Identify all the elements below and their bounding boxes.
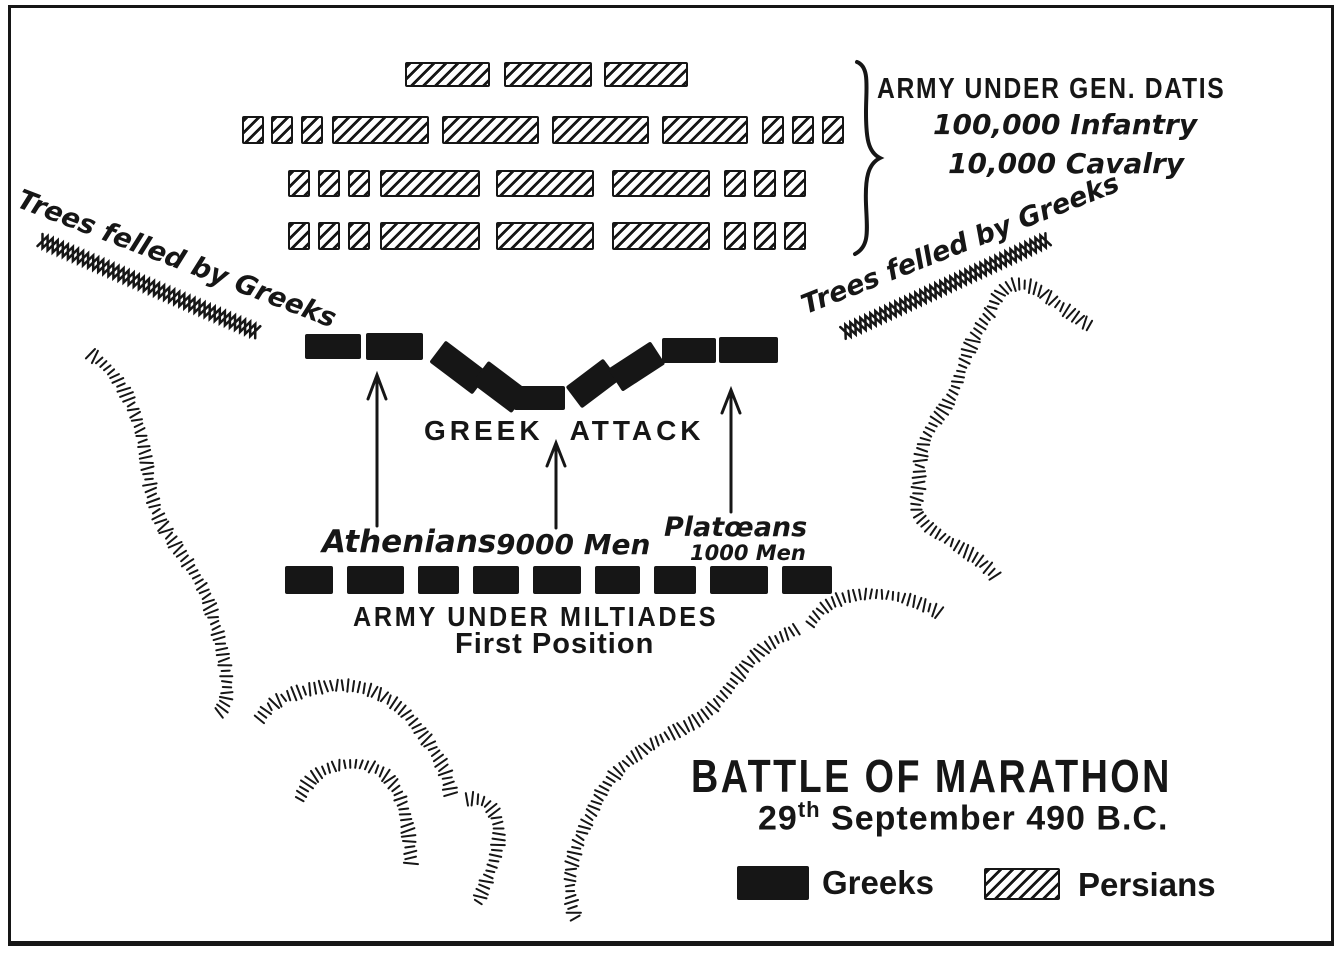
map-title: BATTLE OF MARATHON: [691, 750, 1172, 802]
persian-unit-large: [496, 222, 594, 250]
persian-unit-large: [496, 170, 594, 197]
greek-commander-label: ARMY UNDER MILTIADES: [353, 601, 719, 632]
persian-unit-large: [552, 116, 649, 144]
persian-unit-small: [271, 116, 293, 144]
persian-unit-large: [612, 222, 710, 250]
persian-unit-small: [754, 170, 776, 197]
persian-unit-large: [380, 222, 480, 250]
greek-attack-unit: [662, 338, 716, 363]
first-position-label: First Position: [455, 628, 655, 660]
attack-arrow-right: [720, 385, 742, 514]
persian-infantry-label: 100,000 Infantry: [933, 108, 1198, 141]
persian-unit-large: [332, 116, 429, 144]
greek-first-position-unit: [347, 566, 404, 594]
greek-first-position-unit: [710, 566, 768, 594]
greek-first-position-unit: [473, 566, 519, 594]
greek-attack-unit: [719, 337, 778, 363]
persian-unit-small: [754, 222, 776, 250]
persian-army-brace: [853, 60, 885, 256]
felled-trees-zigzag-left: [36, 232, 262, 340]
persian-unit-small: [784, 170, 806, 197]
greek-first-position-unit: [782, 566, 832, 594]
attack-arrow-center: [545, 438, 567, 530]
greek-first-position-unit: [595, 566, 640, 594]
persian-unit-large: [405, 62, 490, 87]
greek-first-position-unit: [654, 566, 696, 594]
persian-unit-large: [662, 116, 748, 144]
persian-unit-small: [301, 116, 323, 144]
persian-unit-small: [242, 116, 264, 144]
persian-unit-large: [442, 116, 539, 144]
persian-unit-large: [612, 170, 710, 197]
greek-attack-word1: GREEK: [424, 415, 544, 446]
persian-unit-small: [792, 116, 814, 144]
persian-commander-label: ARMY UNDER GEN. DATIS: [877, 73, 1226, 105]
plataeans-strength-label: 1000 Men: [690, 541, 806, 565]
map-date: 29th September 490 B.C.: [758, 797, 1168, 838]
persian-unit-small: [318, 222, 340, 250]
greek-attack-unit: [366, 333, 423, 360]
attack-arrow-left: [366, 370, 388, 528]
persian-cavalry-label: 10,000 Cavalry: [948, 147, 1185, 180]
felled-trees-zigzag-right: [839, 232, 1053, 341]
hill-hachures: [84, 277, 1094, 922]
persian-unit-small: [348, 222, 370, 250]
persian-unit-small: [724, 222, 746, 250]
greek-attack-unit: [514, 386, 565, 410]
greek-first-position-unit: [285, 566, 333, 594]
legend-greeks-swatch: [737, 866, 809, 900]
persian-unit-small: [288, 170, 310, 197]
persian-unit-small: [724, 170, 746, 197]
persian-unit-large: [604, 62, 688, 87]
persian-unit-small: [288, 222, 310, 250]
persian-unit-small: [822, 116, 844, 144]
legend-greeks-label: Greeks: [822, 864, 934, 901]
persian-unit-small: [762, 116, 784, 144]
attack-arrows: [366, 370, 742, 530]
persian-unit-large: [380, 170, 480, 197]
legend-persians-swatch: [984, 868, 1060, 900]
plataeans-label: Platœans: [664, 512, 808, 543]
athenians-label: Athenians: [322, 524, 497, 560]
persian-unit-small: [348, 170, 370, 197]
greek-attack-word2: ATTACK: [569, 415, 705, 446]
athenians-strength-label: 9000 Men: [496, 528, 651, 561]
map-date-rest: September 490 B.C.: [820, 799, 1169, 838]
greek-attack-label: GREEK ATTACK: [424, 415, 705, 447]
persian-unit-small: [318, 170, 340, 197]
greek-attack-unit: [305, 334, 361, 359]
map-date-day: 29: [758, 799, 798, 838]
greek-first-position-unit: [418, 566, 459, 594]
map-date-ordinal: th: [797, 797, 821, 822]
persian-unit-small: [784, 222, 806, 250]
greek-first-position-unit: [533, 566, 581, 594]
persian-unit-large: [504, 62, 592, 87]
legend-persians-label: Persians: [1078, 866, 1216, 903]
